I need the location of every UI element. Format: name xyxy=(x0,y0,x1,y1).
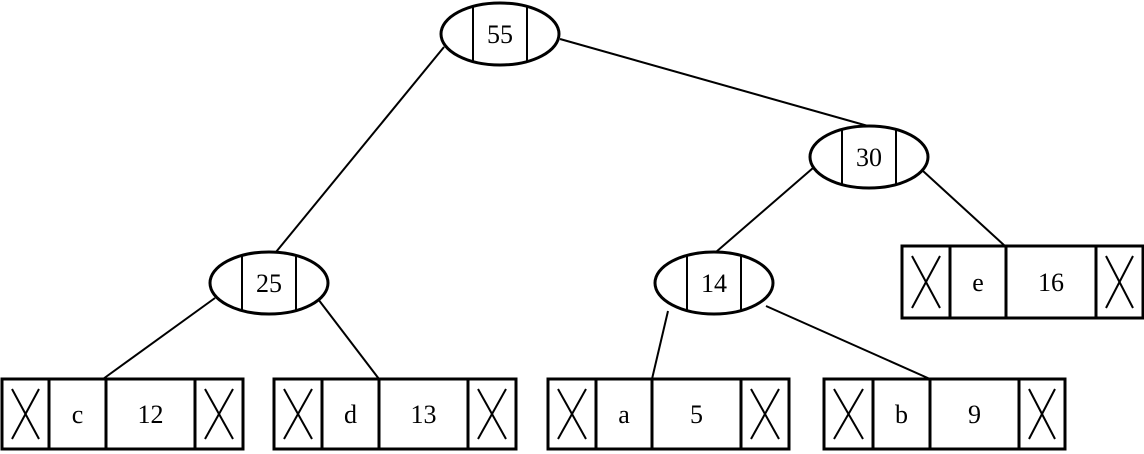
edge-n30-leaf-e xyxy=(922,170,1006,247)
null-left-pointer-icon xyxy=(11,388,40,440)
leaf-symbol-label: e xyxy=(972,268,984,297)
edge-n14-leaf-b xyxy=(765,305,931,380)
leaf-box xyxy=(0,377,245,451)
edge-n14-leaf-a xyxy=(651,310,669,380)
leaf-weight-label: 9 xyxy=(968,400,981,429)
leaf-symbol-label: b xyxy=(895,400,908,429)
edge-n30-n14 xyxy=(715,167,814,253)
leaf-symbol-label: c xyxy=(72,400,84,429)
node-weight-label: 30 xyxy=(856,143,882,172)
leaf-weight-label: 16 xyxy=(1038,268,1064,297)
tree-nodes: 55 30 25 14 xyxy=(208,1,930,316)
leaf-weight-label: 13 xyxy=(411,400,437,429)
null-right-pointer-icon xyxy=(750,388,780,440)
null-right-pointer-icon xyxy=(204,388,234,440)
null-right-pointer-icon xyxy=(1105,255,1134,309)
internal-node-14: 14 xyxy=(653,250,775,316)
node-ellipse xyxy=(808,124,930,190)
leaf-symbol-label: a xyxy=(618,400,630,429)
edge-n25-leaf-d xyxy=(317,298,380,380)
null-right-pointer-icon xyxy=(477,388,507,440)
null-right-pointer-icon xyxy=(1028,388,1056,440)
internal-node-25: 25 xyxy=(208,250,330,316)
node-weight-label: 14 xyxy=(701,269,727,298)
leaf-c: c 12 xyxy=(0,377,245,451)
null-left-pointer-icon xyxy=(283,388,313,440)
leaf-d: d 13 xyxy=(272,377,518,451)
null-left-pointer-icon xyxy=(557,388,587,440)
internal-node-30: 30 xyxy=(808,124,930,190)
leaf-box xyxy=(546,377,791,451)
node-ellipse xyxy=(439,1,561,67)
leaf-e: e 16 xyxy=(900,244,1144,320)
leaf-weight-label: 12 xyxy=(138,400,164,429)
edge-n55-n25 xyxy=(275,46,445,253)
leaf-box xyxy=(272,377,518,451)
node-weight-label: 55 xyxy=(487,20,513,49)
node-weight-label: 25 xyxy=(256,269,282,298)
leaf-box xyxy=(822,377,1067,451)
node-ellipse xyxy=(653,250,775,316)
edge-n25-leaf-c xyxy=(102,297,216,380)
leaf-box xyxy=(900,244,1144,320)
leaf-weight-label: 5 xyxy=(690,400,703,429)
edge-n55-n30 xyxy=(559,38,869,127)
null-left-pointer-icon xyxy=(911,255,941,309)
leaf-symbol-label: d xyxy=(344,400,357,429)
internal-node-55: 55 xyxy=(439,1,561,67)
tree-edges xyxy=(102,38,1006,380)
node-ellipse xyxy=(208,250,330,316)
null-left-pointer-icon xyxy=(833,388,864,440)
